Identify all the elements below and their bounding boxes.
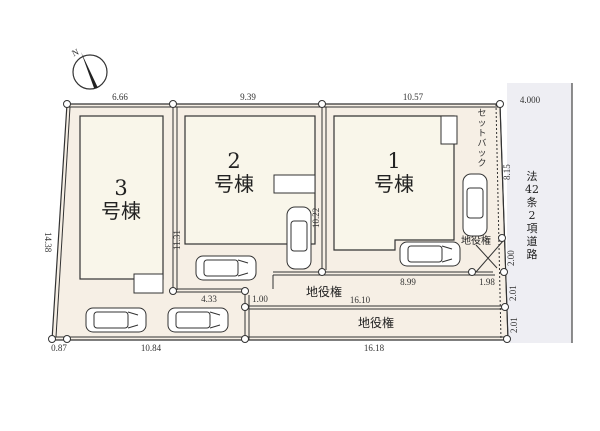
dim-lot1-right: 8.15	[502, 164, 512, 180]
building-3-suffix: 号棟	[101, 199, 141, 223]
dim-top-lot3: 6.66	[112, 92, 128, 102]
building-2-suffix: 号棟	[214, 172, 254, 196]
svg-text:ッ: ッ	[477, 149, 486, 159]
car-icon	[85, 307, 147, 333]
dim-bottom-right: 16.18	[364, 343, 385, 353]
building-1-suffix: 号棟	[374, 172, 414, 196]
building-3-number: 3	[114, 176, 127, 200]
svg-text:バ: バ	[477, 138, 486, 149]
svg-text:法: 法	[527, 169, 538, 183]
svg-text:ッ: ッ	[477, 119, 486, 129]
svg-text:42: 42	[525, 183, 539, 196]
car-icon	[286, 206, 312, 270]
building-1-annex	[440, 115, 458, 145]
svg-text:ク: ク	[477, 158, 486, 169]
car-icon	[195, 255, 257, 281]
car-icon	[462, 173, 488, 237]
svg-text:項: 項	[527, 222, 538, 235]
dim-right-2-00: 2.00	[506, 250, 516, 266]
easement-label-1: 地役権	[306, 284, 342, 299]
dim-lot2-bottom: 4.33	[201, 294, 217, 304]
building-2-annex	[273, 174, 316, 194]
dim-lot2-left: 11.31	[172, 230, 182, 250]
road-label: 法 42 条 2 項 道 路	[525, 169, 539, 261]
road-area	[507, 83, 572, 343]
dim-lot1-bottom: 8.99	[400, 277, 416, 287]
dim-lot1-corner: 1.98	[479, 277, 495, 287]
compass-icon: N	[70, 46, 108, 90]
dim-bottom-left: 0.87	[51, 343, 67, 353]
svg-text:路: 路	[527, 248, 538, 261]
building-3-annex	[133, 273, 164, 294]
dim-left-side: 14.38	[43, 232, 53, 253]
easement-label-2: 地役権	[358, 315, 394, 330]
car-icon	[399, 241, 461, 267]
dim-lot2-right: 10.22	[311, 208, 321, 228]
svg-text:条: 条	[527, 195, 538, 209]
compass-label: N	[70, 46, 81, 58]
dim-easement1-len: 16.10	[350, 295, 371, 305]
dim-right-2-01a: 2.01	[508, 285, 518, 301]
dim-bottom-mid: 10.84	[141, 343, 162, 353]
svg-text:セ: セ	[477, 108, 486, 119]
easement-label-small: 地役権	[461, 234, 491, 247]
car-icons	[85, 173, 488, 333]
dim-step: 1.00	[252, 294, 268, 304]
survey-points	[48, 100, 511, 343]
dim-top-lot1: 10.57	[403, 92, 424, 102]
dim-top-lot2: 9.39	[240, 92, 256, 102]
dim-road-width: 4.000	[520, 95, 541, 105]
svg-text:道: 道	[527, 234, 538, 248]
building-2-number: 2	[227, 149, 240, 173]
svg-text:2: 2	[529, 209, 536, 222]
dim-right-2-01b: 2.01	[509, 317, 519, 333]
dimension-labels: 6.66 9.39 10.57 4.000 14.38 11.31 10.22 …	[43, 92, 541, 353]
car-icon	[167, 307, 229, 333]
boundary-lines	[52, 103, 509, 341]
building-1-number: 1	[387, 149, 400, 173]
setback-label: セ ッ ト バ ッ ク	[477, 108, 486, 169]
building-3	[79, 115, 164, 280]
svg-text:ト: ト	[477, 129, 486, 139]
